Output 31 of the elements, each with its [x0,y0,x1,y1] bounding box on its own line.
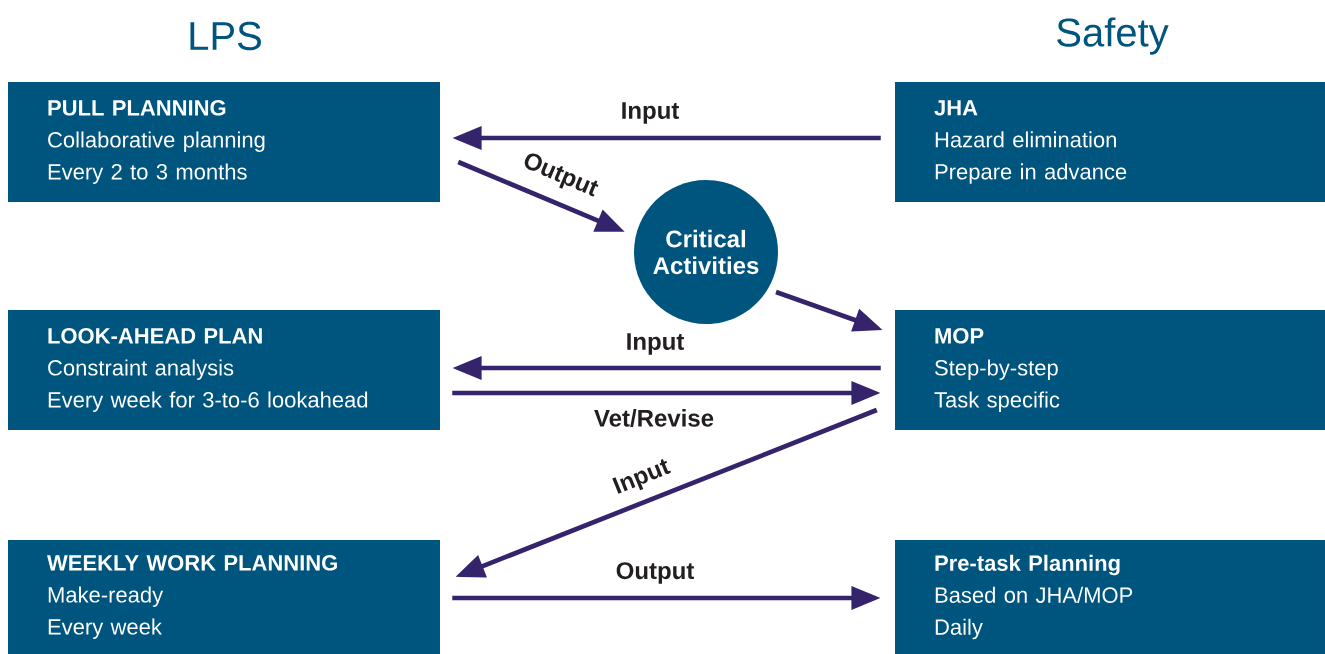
edge-label: Input [622,102,680,124]
box-heading: PULL PLANNING [48,100,226,116]
process-box [8,310,440,430]
process-box [8,82,440,202]
box-text: Based on JHA/MOP [935,586,1133,603]
box-text: Task specific [934,391,1060,412]
box-text: Make-ready [48,586,164,607]
process-box [895,540,1325,654]
box-heading: WEEKLY WORK PLANNING [47,555,337,571]
box-text: Prepare in advance [935,163,1127,184]
box-text: Every 2 to 3 months [48,163,247,184]
box-heading: JHA [934,100,978,116]
box-text: Collaborative planning [48,131,265,152]
edge-label: Input [627,333,685,355]
box-text: Daily [935,618,983,640]
box-text: Every week for 3-to-6 lookahead [48,391,368,412]
box-text: Hazard elimination [935,131,1116,148]
edge-label: Vet/Revise [594,409,714,427]
box-text: Step-by-step [935,359,1058,380]
process-box [895,310,1325,430]
process-box [895,82,1325,202]
box-heading: MOP [935,328,984,344]
box-heading: Pre-task Planning [935,554,1120,576]
activity-circle [634,180,778,324]
edge-label: Output [616,562,695,584]
box-text: Constraint analysis [48,359,234,380]
box-text: Every week [48,618,162,639]
box-heading: LOOK-AHEAD PLAN [48,328,262,344]
circle-label: Critical Activities [653,229,759,275]
edge-label: Input [612,458,671,494]
process-box [8,540,440,654]
